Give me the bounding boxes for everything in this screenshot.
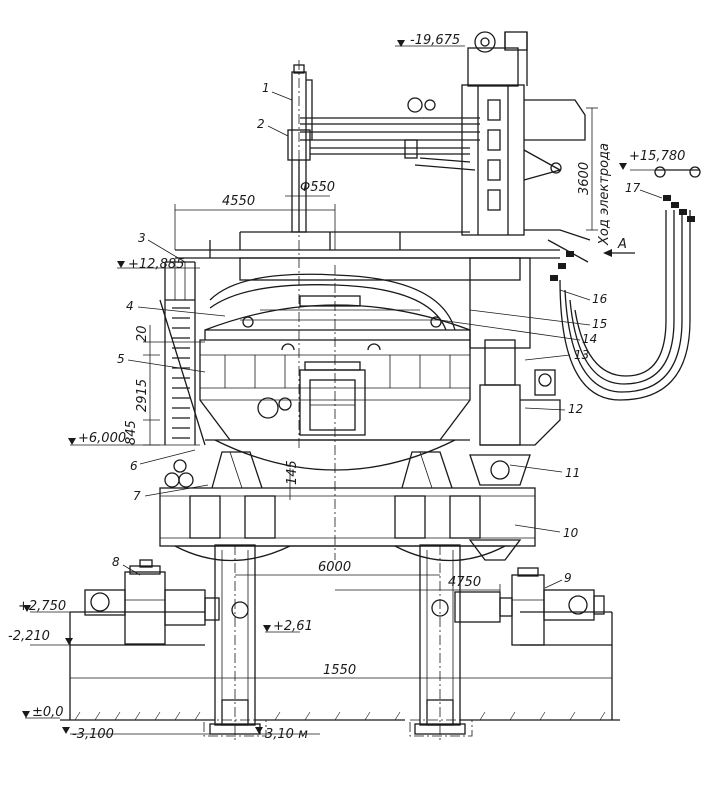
- callout-number: 4: [126, 299, 134, 313]
- callout-number: 9: [564, 571, 572, 585]
- mast: [461, 31, 591, 241]
- dimension-labels: Φ550 4550 3600 Ход электрода 20 2915 845…: [124, 143, 627, 678]
- callout-number: 5: [117, 352, 125, 366]
- dimension-label: 4550: [222, 194, 255, 209]
- dimension-label: 3600: [577, 162, 592, 195]
- tilt-mechanism: [469, 257, 561, 486]
- flexible-cables: [547, 166, 701, 401]
- elevation-label: 3,10 м: [265, 727, 308, 742]
- callout-leaders: [122, 91, 663, 589]
- dimension-label: 845: [124, 420, 139, 445]
- callout-number: 17: [625, 181, 641, 195]
- dimension-label: 2915: [135, 379, 150, 412]
- centerlines: [234, 60, 441, 740]
- elevation-markers: [22, 40, 627, 734]
- callout-number: 6: [130, 459, 138, 473]
- diameter-label: Φ550: [300, 180, 335, 195]
- elevation-labels: -19,675 +15,780 +12,885 +6,000 +2,750 -2…: [8, 33, 685, 742]
- dimension-label: 1550: [323, 663, 356, 678]
- callout-number: 7: [133, 489, 141, 503]
- callout-number: 1: [262, 81, 270, 95]
- dimension-label: 4750: [448, 575, 481, 590]
- elevation-label: -19,675: [410, 33, 460, 48]
- callout-number: 11: [565, 466, 580, 480]
- callout-number: 12: [568, 402, 583, 416]
- elevation-label: +12,885: [128, 257, 184, 272]
- electrode-column-left: [287, 64, 313, 233]
- callout-number: 13: [574, 348, 589, 362]
- cradle-frame: [159, 451, 536, 562]
- elevation-label: ±0,0: [32, 705, 64, 720]
- dimension-label: 6000: [318, 560, 351, 575]
- working-platform: [175, 231, 560, 281]
- callout-number: 3: [138, 231, 146, 245]
- dimension-label: 145: [285, 460, 300, 485]
- stair: [159, 261, 206, 446]
- elevation-label: -2,210: [8, 629, 50, 644]
- elevation-label: -3,100: [72, 727, 114, 742]
- dimension-lines: [25, 45, 660, 735]
- elevation-label: +15,780: [629, 149, 685, 164]
- drive-unit-left: [84, 559, 249, 645]
- elevation-label: +6,000: [78, 431, 126, 446]
- callout-number: 16: [592, 292, 608, 306]
- furnace-roof: [204, 273, 471, 340]
- electrode-stroke-label: Ход электрода: [597, 143, 612, 246]
- callout-number: 2: [257, 117, 265, 131]
- elevation-label: +2,61: [273, 619, 313, 634]
- callout-number: 8: [112, 555, 120, 569]
- elevation-label: +2,750: [18, 599, 66, 614]
- electrode-arms: [300, 97, 480, 171]
- callout-labels: 1 2 3 4 5 6 7 8 9 10 11 12 13 14 15 16 1…: [112, 81, 641, 585]
- callout-number: 14: [582, 332, 597, 346]
- callout-number: 10: [563, 526, 579, 540]
- callout-number: 15: [592, 317, 607, 331]
- dimension-label: 20: [135, 325, 150, 342]
- view-mark: A: [617, 237, 627, 252]
